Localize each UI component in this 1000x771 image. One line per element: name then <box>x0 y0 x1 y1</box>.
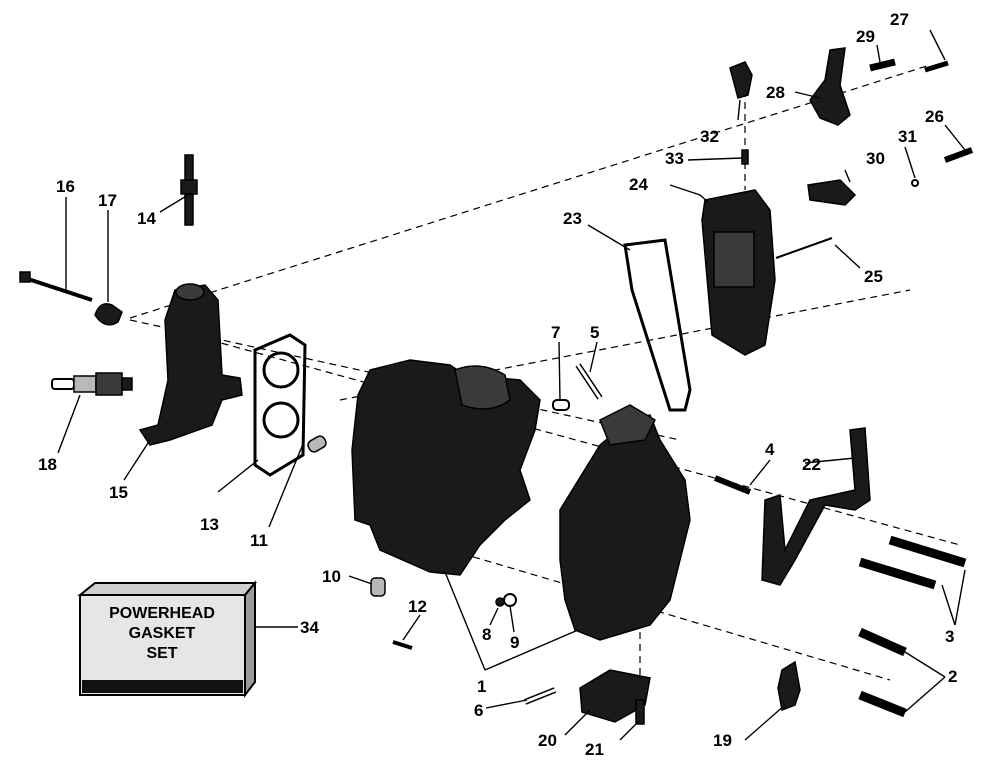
callout-31: 31 <box>898 127 917 146</box>
part-clip-17 <box>94 303 123 326</box>
part-pin-6 <box>523 687 557 705</box>
callout-6: 6 <box>474 701 483 720</box>
gasket-box-line-1: POWERHEAD <box>109 605 215 622</box>
leader-lines <box>57 29 966 741</box>
part-screw-26 <box>943 147 974 163</box>
part-head-gasket-13 <box>253 333 307 477</box>
part-bolts-2 <box>858 627 907 718</box>
part-cover-gasket-23 <box>623 238 692 412</box>
part-dowel-11 <box>307 435 327 453</box>
callout-24: 24 <box>629 175 648 194</box>
part-pin-7 <box>552 399 570 411</box>
callout-7: 7 <box>551 323 560 342</box>
part-pin-5 <box>575 363 603 400</box>
part-bracket-30 <box>807 179 857 206</box>
callout-27: 27 <box>890 10 909 29</box>
part-cylinder-head-cover-15 <box>138 283 243 446</box>
callout-2: 2 <box>948 667 957 686</box>
callout-28: 28 <box>766 83 785 102</box>
callout-8: 8 <box>482 625 491 644</box>
callout-3: 3 <box>945 627 954 646</box>
part-screw-21 <box>635 699 645 725</box>
callout-29: 29 <box>856 27 875 46</box>
callout-23: 23 <box>563 209 582 228</box>
part-washer-31 <box>911 179 919 187</box>
part-washer-9 <box>503 593 517 607</box>
callout-14: 14 <box>137 209 156 228</box>
part-fitting-8 <box>495 597 505 607</box>
callout-18: 18 <box>38 455 57 474</box>
callout-13: 13 <box>200 515 219 534</box>
part-bolt-25 <box>775 237 833 259</box>
gasket-set-box: POWERHEAD GASKET SET 34 <box>77 580 319 698</box>
part-bolts-3 <box>858 535 967 590</box>
part-fitting-14 <box>180 154 198 226</box>
gasket-box-line-3: SET <box>146 645 177 662</box>
part-crankcase-block-1 <box>351 359 691 641</box>
callout-20: 20 <box>538 731 557 750</box>
callout-4: 4 <box>765 440 775 459</box>
callout-19: 19 <box>713 731 732 750</box>
part-plate-20 <box>579 669 651 723</box>
part-screw-27 <box>924 60 949 73</box>
part-spark-plug-18 <box>51 372 133 396</box>
part-dowel-10 <box>370 577 386 597</box>
callout-30: 30 <box>866 149 885 168</box>
callout-1: 1 <box>477 677 486 696</box>
part-water-tube-22 <box>761 427 871 586</box>
callout-11: 11 <box>250 531 268 550</box>
callout-34: 34 <box>300 618 319 637</box>
part-pin-12 <box>392 640 413 650</box>
callout-26: 26 <box>925 107 944 126</box>
part-fitting-32 <box>729 61 753 99</box>
callout-10: 10 <box>322 567 341 586</box>
callout-33: 33 <box>665 149 684 168</box>
callout-32: 32 <box>700 127 719 146</box>
callout-21: 21 <box>585 740 604 759</box>
part-exhaust-cover-24 <box>701 189 776 356</box>
callout-5: 5 <box>590 323 599 342</box>
callout-25: 25 <box>864 267 883 286</box>
part-screw-33 <box>741 149 749 165</box>
part-screw-29 <box>869 58 896 72</box>
gasket-box-line-2: GASKET <box>129 625 196 642</box>
callout-15: 15 <box>109 483 128 502</box>
callout-22: 22 <box>802 455 821 474</box>
callout-17: 17 <box>98 191 117 210</box>
callout-numbers: 1 2 3 4 5 6 7 8 9 10 11 12 13 14 15 16 1… <box>38 10 957 759</box>
callout-16: 16 <box>56 177 75 196</box>
part-bracket-28 <box>809 47 851 126</box>
callout-12: 12 <box>408 597 427 616</box>
part-head-bolt-16 <box>19 271 93 302</box>
part-lever-19 <box>777 660 801 712</box>
callout-9: 9 <box>510 633 519 652</box>
part-bolt-4 <box>713 475 752 495</box>
